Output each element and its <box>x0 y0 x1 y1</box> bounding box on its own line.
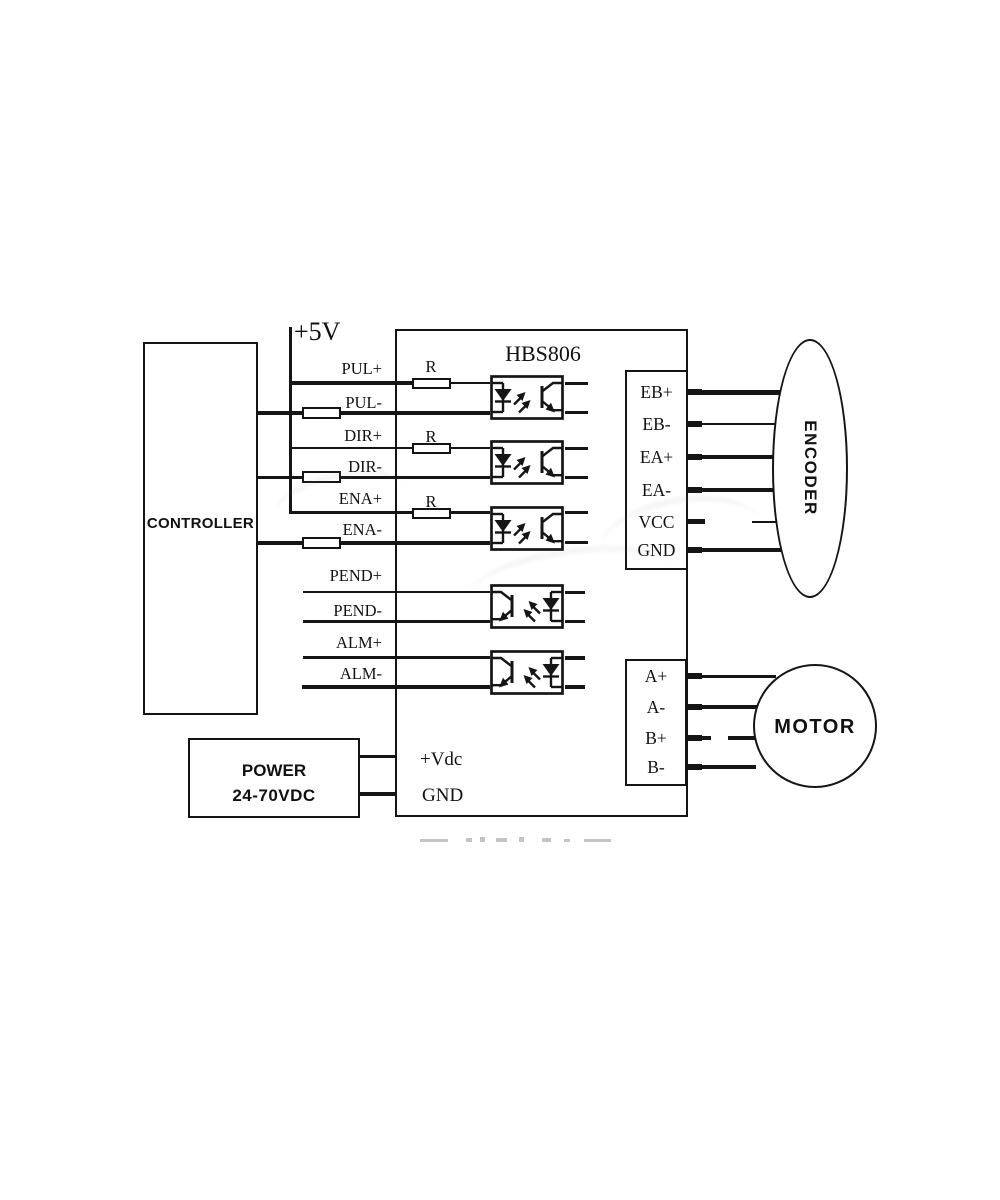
eb-minus-stub <box>688 421 702 427</box>
alm-plus-wire <box>303 655 490 659</box>
ea-minus-wire <box>688 487 774 493</box>
series-resistor-pul <box>302 407 341 419</box>
opto-pend-in-bottom-stub <box>565 620 585 623</box>
a-minus-wire <box>688 704 766 710</box>
driver-title: HBS806 <box>505 341 581 366</box>
encoder-pin-gnd: GND <box>637 540 676 560</box>
opto-pul-out-top-stub <box>565 381 588 385</box>
b-plus-wire-segment-2 <box>728 736 755 740</box>
signal-label-pul-minus: PUL- <box>345 393 382 412</box>
pend-plus-wire <box>303 590 490 593</box>
driver-gnd-label: GND <box>422 785 464 806</box>
encoder-gnd-wire <box>688 547 782 553</box>
a-plus-wire <box>688 674 776 678</box>
encoder-pin-vcc: VCC <box>638 512 675 532</box>
series-resistor-ena <box>302 537 341 549</box>
resistor-r-pul <box>412 377 451 389</box>
optocoupler-dir <box>490 440 564 485</box>
ena-minus-wire <box>256 541 490 545</box>
signal-label-alm-minus: ALM- <box>339 664 382 683</box>
motor-pin-a-plus: A+ <box>644 666 668 686</box>
motor-pin-a-minus: A- <box>646 697 666 717</box>
b-minus-wire <box>688 764 756 770</box>
signal-label-pend-minus: PEND- <box>333 601 382 620</box>
dir-plus-wire <box>289 446 490 449</box>
opto-ena-out-bottom-stub <box>565 541 588 545</box>
motor-pin-box <box>625 659 687 786</box>
controller-label: CONTROLLER <box>146 515 255 532</box>
caption-remnant-mark <box>519 837 524 842</box>
caption-remnant-mark <box>542 838 551 842</box>
signal-label-alm-plus: ALM+ <box>336 633 382 652</box>
pul-plus-wire-right <box>450 381 490 385</box>
b-plus-wire-segment-1 <box>688 736 711 740</box>
caption-remnant-mark <box>564 838 570 842</box>
encoder-pin-ea-minus: EA- <box>641 480 672 500</box>
opto-dir-out-bottom-stub <box>565 475 588 479</box>
supply-rail-line <box>289 327 292 514</box>
signal-label-pend-plus: PEND+ <box>329 566 382 585</box>
caption-remnant-mark <box>584 838 611 842</box>
supply-label: +5V <box>294 317 341 346</box>
power-gnd-wire <box>358 791 397 796</box>
encoder-ellipse <box>772 339 848 598</box>
opto-alm-in-bottom-stub <box>565 684 585 690</box>
controller-box <box>143 342 258 715</box>
encoder-pin-eb-plus: EB+ <box>640 382 673 402</box>
vcc-wire-segment <box>752 520 777 524</box>
signal-label-pul-plus: PUL+ <box>341 359 382 378</box>
optocoupler-alm <box>490 650 564 695</box>
opto-alm-in-top-stub <box>565 655 585 660</box>
opto-ena-out-top-stub <box>565 511 588 515</box>
caption-remnant-mark <box>480 837 485 842</box>
resistor-r-dir <box>412 442 451 454</box>
vcc-stub <box>688 519 705 524</box>
resistor-label-ena: R <box>425 492 437 511</box>
eb-plus-wire <box>688 390 781 395</box>
resistor-label-pul: R <box>425 357 437 376</box>
encoder-pin-box <box>625 370 688 570</box>
resistor-r-ena <box>412 507 451 519</box>
power-box <box>188 738 360 818</box>
vdc-wire <box>358 755 397 758</box>
motor-pin-b-minus: B- <box>647 757 665 777</box>
optocoupler-pul <box>490 375 564 420</box>
motor-label: MOTOR <box>774 716 856 738</box>
power-label-line2: 24-70VDC <box>232 786 316 805</box>
alm-minus-wire <box>302 685 490 689</box>
signal-label-dir-plus: DIR+ <box>344 426 382 445</box>
ena-plus-wire <box>289 510 490 515</box>
pul-plus-wire-left <box>291 381 414 385</box>
encoder-pin-ea-plus: EA+ <box>639 447 674 467</box>
power-label-line1: POWER <box>241 761 307 780</box>
caption-remnant-mark <box>496 838 507 842</box>
driver-vdc-label: +Vdc <box>420 749 463 770</box>
pend-minus-wire <box>303 620 490 623</box>
resistor-label-dir: R <box>425 427 437 446</box>
series-resistor-dir <box>302 471 341 483</box>
signal-label-ena-plus: ENA+ <box>338 489 382 508</box>
signal-label-dir-minus: DIR- <box>348 457 382 476</box>
opto-dir-out-top-stub <box>565 446 588 450</box>
opto-pend-in-top-stub <box>565 590 585 594</box>
ea-plus-wire <box>688 454 774 460</box>
encoder-label: ENCODER <box>801 420 820 516</box>
caption-remnant-mark <box>466 838 472 842</box>
encoder-pin-eb-minus: EB- <box>642 414 671 434</box>
dir-minus-wire <box>256 475 490 479</box>
optocoupler-ena <box>490 506 564 551</box>
pul-minus-wire <box>256 411 490 415</box>
eb-minus-wire <box>700 422 776 426</box>
caption-remnant-mark <box>420 839 448 842</box>
opto-pul-out-bottom-stub <box>565 410 588 414</box>
signal-label-ena-minus: ENA- <box>342 520 382 539</box>
motor-pin-b-plus: B+ <box>645 728 667 748</box>
motor-circle <box>753 664 877 788</box>
